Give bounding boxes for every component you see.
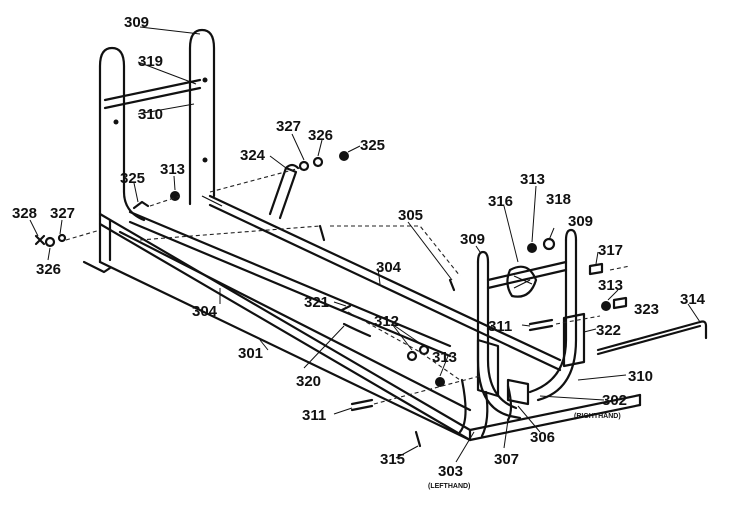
callout-310: 310 xyxy=(138,106,163,123)
callout-309: 309 xyxy=(460,231,485,248)
callout-319: 319 xyxy=(138,53,163,70)
bottom-rail xyxy=(468,393,642,442)
callout-322: 322 xyxy=(596,322,621,339)
callout-302: 302 xyxy=(602,392,627,409)
callout-302-note: (RIGHTHAND) xyxy=(574,413,621,420)
callout-309: 309 xyxy=(568,213,593,230)
callout-310: 310 xyxy=(628,368,653,385)
leader-lines xyxy=(29,26,701,463)
callout-305: 305 xyxy=(398,207,423,224)
callout-320: 320 xyxy=(296,373,321,390)
feet xyxy=(458,378,513,438)
callout-304: 304 xyxy=(192,303,218,320)
callout-323: 323 xyxy=(634,301,659,318)
assembly-lines xyxy=(65,167,631,405)
callout-314: 314 xyxy=(680,291,706,308)
callout-327: 327 xyxy=(50,205,75,222)
hardware xyxy=(34,151,628,448)
callout-311: 311 xyxy=(302,407,326,424)
callout-316: 316 xyxy=(488,193,513,210)
handle-rod-314 xyxy=(596,320,708,356)
callout-321: 321 xyxy=(304,294,329,311)
callout-301: 301 xyxy=(238,345,263,362)
callout-315: 315 xyxy=(380,451,405,468)
callout-303: 303 xyxy=(438,463,463,480)
callout-325: 325 xyxy=(120,170,145,187)
callout-311: 311 xyxy=(488,318,512,335)
side-plates xyxy=(476,312,586,406)
callout-303-note: (LEFTHAND) xyxy=(428,483,470,490)
back-rail-304 xyxy=(118,194,562,412)
callout-304: 304 xyxy=(376,259,402,276)
callout-325: 325 xyxy=(360,137,385,154)
callout-labels: 309 319 310 327 326 325 324 325 313 328 … xyxy=(12,14,706,490)
callout-312: 312 xyxy=(374,313,399,330)
callout-306: 306 xyxy=(530,429,555,446)
bracket-324 xyxy=(268,163,300,220)
callout-317: 317 xyxy=(598,242,623,259)
front-rail-301 xyxy=(98,212,472,442)
callout-313: 313 xyxy=(432,349,457,366)
callout-326: 326 xyxy=(308,127,333,144)
callout-313: 313 xyxy=(520,171,545,188)
callout-328: 328 xyxy=(12,205,37,222)
callout-307: 307 xyxy=(494,451,519,468)
callout-318: 318 xyxy=(546,191,571,208)
callout-324: 324 xyxy=(240,147,266,164)
callout-327: 327 xyxy=(276,118,301,135)
callout-313: 313 xyxy=(160,161,185,178)
left-upright-frame-309 xyxy=(98,28,223,222)
callout-309: 309 xyxy=(124,14,149,31)
callout-326: 326 xyxy=(36,261,61,278)
callout-313: 313 xyxy=(598,277,623,294)
